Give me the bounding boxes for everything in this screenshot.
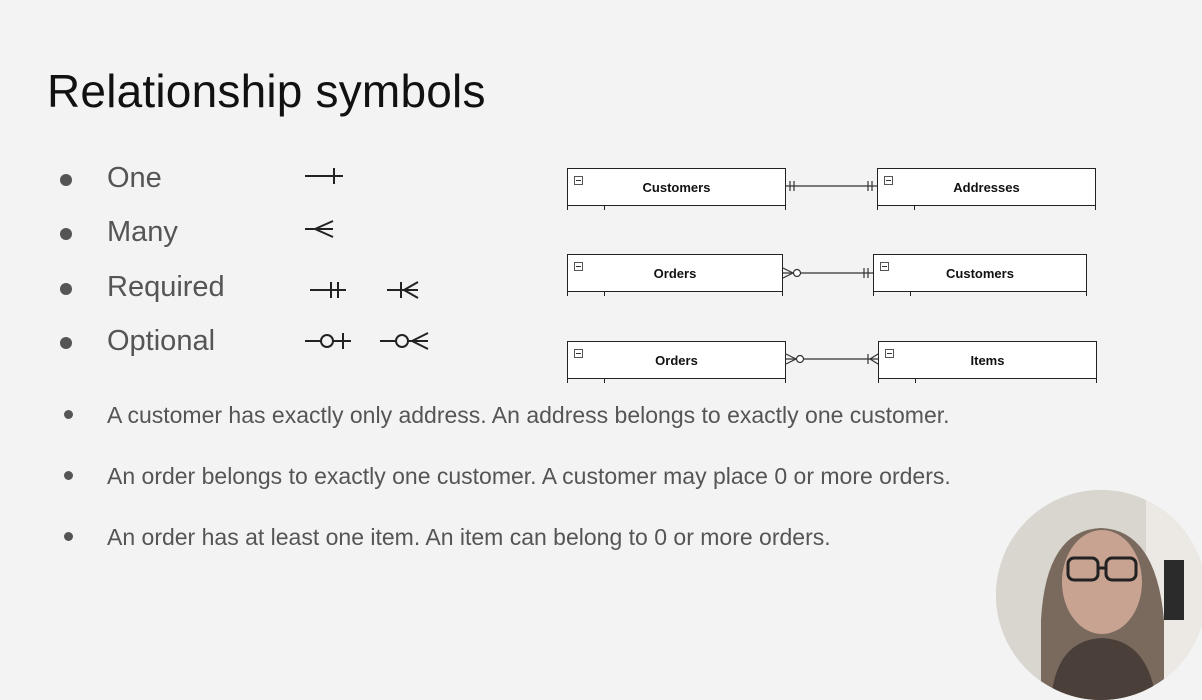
collapse-icon[interactable] [574,176,583,185]
entity-footer [567,378,786,383]
entity-divider [910,291,911,296]
optional-one-icon [305,333,351,349]
collapse-icon[interactable] [880,262,889,271]
entity-orders[interactable]: Orders [567,254,783,296]
entity-footer [567,291,783,296]
collapse-icon[interactable] [574,349,583,358]
webcam-video [996,490,1202,700]
legend-label-required: Required [107,271,225,303]
legend-item-many: Many [0,214,460,254]
entity-items[interactable]: Items [878,341,1097,383]
connector-orders-customers [782,267,873,279]
entity-divider [915,378,916,383]
presenter-image [996,490,1202,700]
entity-footer [873,291,1087,296]
collapse-icon[interactable] [574,262,583,271]
required-many-icon [387,281,419,299]
legend-label-optional: Optional [107,325,216,357]
connector-customers-addresses [786,181,877,191]
entity-divider [604,205,605,210]
legend-label-many: Many [107,216,178,248]
required-one-icon [310,282,346,298]
optional-many-icon [380,332,429,350]
one-symbol-icon [305,168,343,184]
entity-footer [567,205,786,210]
collapse-icon[interactable] [884,176,893,185]
bullet [60,228,72,240]
entity-addresses[interactable]: Addresses [877,168,1096,210]
legend-symbols [305,168,429,350]
entity-name: Addresses [953,180,1020,195]
entity-customers[interactable]: Customers [567,168,786,210]
bullet [60,337,72,349]
many-symbol-icon [305,220,334,238]
entity-footer [877,205,1096,210]
connector-orders-items [785,353,879,365]
slide-title: Relationship symbols [47,65,486,117]
entity-name: Orders [653,266,697,281]
entity-name: Orders [655,353,698,368]
entity-footer [878,378,1097,383]
entity-divider [604,291,605,296]
collapse-icon[interactable] [885,349,894,358]
entity-divider [914,205,915,210]
symbol-legend: One Many Required Optional [0,0,460,380]
bullet [60,174,72,186]
entity-customers[interactable]: Customers [873,254,1087,296]
er-connectors [782,181,879,365]
entity-divider [604,378,605,383]
legend-item-one: One [0,160,460,200]
entity-orders[interactable]: Orders [567,341,786,383]
entity-name: Customers [642,180,711,195]
bullet [60,283,72,295]
legend-item-optional: Optional [0,323,460,363]
legend-item-required: Required [0,269,460,309]
legend-label-one: One [107,162,162,194]
entity-name: Items [970,353,1005,368]
entity-name: Customers [946,266,1014,281]
